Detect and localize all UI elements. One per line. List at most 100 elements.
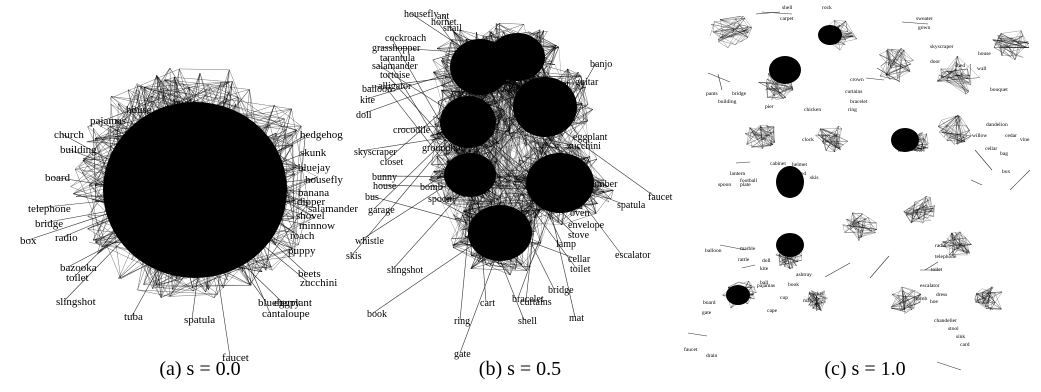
edge — [543, 146, 571, 163]
edge — [470, 110, 502, 119]
node-label: balloon — [362, 84, 392, 95]
edge — [135, 122, 179, 135]
edge — [511, 90, 569, 94]
edge — [118, 154, 258, 279]
node-label: ashtray — [796, 272, 812, 278]
node-label: bridge — [548, 285, 574, 296]
edge — [179, 176, 318, 248]
edge — [505, 76, 529, 108]
edge — [567, 101, 574, 107]
edge — [718, 41, 729, 48]
edge — [229, 104, 236, 270]
edge — [121, 201, 237, 205]
edge — [486, 31, 493, 38]
node-label: clock — [802, 137, 814, 143]
edge — [125, 106, 224, 228]
edge — [578, 71, 586, 88]
edge — [291, 137, 306, 249]
node-label: building — [60, 144, 97, 156]
node-label: snail — [443, 23, 462, 34]
node-label: map — [803, 298, 813, 304]
edge — [540, 45, 557, 60]
edge — [200, 196, 219, 239]
node-label: pajamas — [90, 115, 126, 127]
label-edge — [133, 108, 196, 182]
edge — [489, 129, 510, 136]
edge — [513, 181, 602, 186]
edge — [564, 103, 583, 112]
node-label: box — [20, 235, 37, 247]
edge — [533, 103, 583, 113]
edge — [504, 80, 573, 102]
edge — [508, 75, 582, 86]
node-label: slingshot — [56, 296, 96, 308]
node-label: shell — [518, 316, 537, 327]
edge — [83, 158, 263, 273]
edge — [472, 84, 481, 128]
caption-c: (c) s = 1.0 — [824, 358, 906, 380]
node-label: faucet — [648, 192, 673, 203]
edge — [437, 84, 473, 102]
edge — [511, 90, 570, 98]
edge — [533, 147, 557, 210]
edge — [192, 266, 272, 273]
edge — [474, 72, 506, 79]
edge — [834, 20, 846, 22]
edge — [156, 75, 182, 257]
node-label: skunk — [300, 147, 327, 159]
label-edge — [191, 179, 212, 320]
edge — [95, 130, 157, 186]
node-label: blueberry — [258, 297, 301, 309]
edge — [438, 95, 455, 140]
edge — [162, 165, 209, 290]
edge — [87, 144, 293, 230]
edge — [107, 129, 180, 170]
node-label: gown — [918, 25, 930, 31]
edge — [260, 237, 272, 268]
node-label: bridge — [35, 218, 63, 230]
edge — [156, 165, 280, 168]
edge — [174, 77, 230, 83]
edge — [570, 195, 597, 214]
label-edge — [193, 188, 309, 283]
edge — [215, 115, 270, 125]
edge — [551, 46, 560, 62]
edge — [453, 31, 501, 67]
node-label: curtains — [845, 89, 862, 95]
edge — [578, 147, 591, 163]
edge — [525, 187, 545, 207]
edge — [142, 161, 295, 194]
node-label: puppy — [288, 245, 316, 257]
node-label: eggplant — [274, 297, 312, 309]
edge — [212, 255, 295, 267]
edge — [160, 217, 315, 298]
label-edge — [205, 167, 271, 314]
label-edge — [213, 173, 306, 202]
edge — [137, 85, 282, 164]
node-label: faucet — [222, 352, 249, 364]
edge — [165, 79, 207, 143]
edge — [938, 125, 967, 127]
edge — [514, 143, 558, 180]
edge — [165, 241, 234, 254]
edge — [531, 54, 541, 61]
edge — [926, 133, 929, 148]
edge — [519, 32, 539, 44]
node-label: card — [960, 342, 970, 348]
node-label: faucet — [684, 346, 698, 353]
edge — [459, 29, 487, 38]
node-label: bouquet — [990, 87, 1008, 93]
edge — [433, 116, 500, 145]
edge — [492, 45, 501, 67]
node-label: book — [173, 97, 196, 109]
edge — [550, 82, 585, 141]
edge — [156, 165, 164, 286]
edge — [174, 77, 216, 214]
edge — [132, 235, 162, 298]
edge — [156, 253, 198, 288]
node-label: building — [718, 99, 737, 105]
edge — [169, 293, 218, 297]
label-edge — [202, 179, 231, 358]
edge — [182, 98, 244, 145]
edge — [533, 120, 563, 137]
